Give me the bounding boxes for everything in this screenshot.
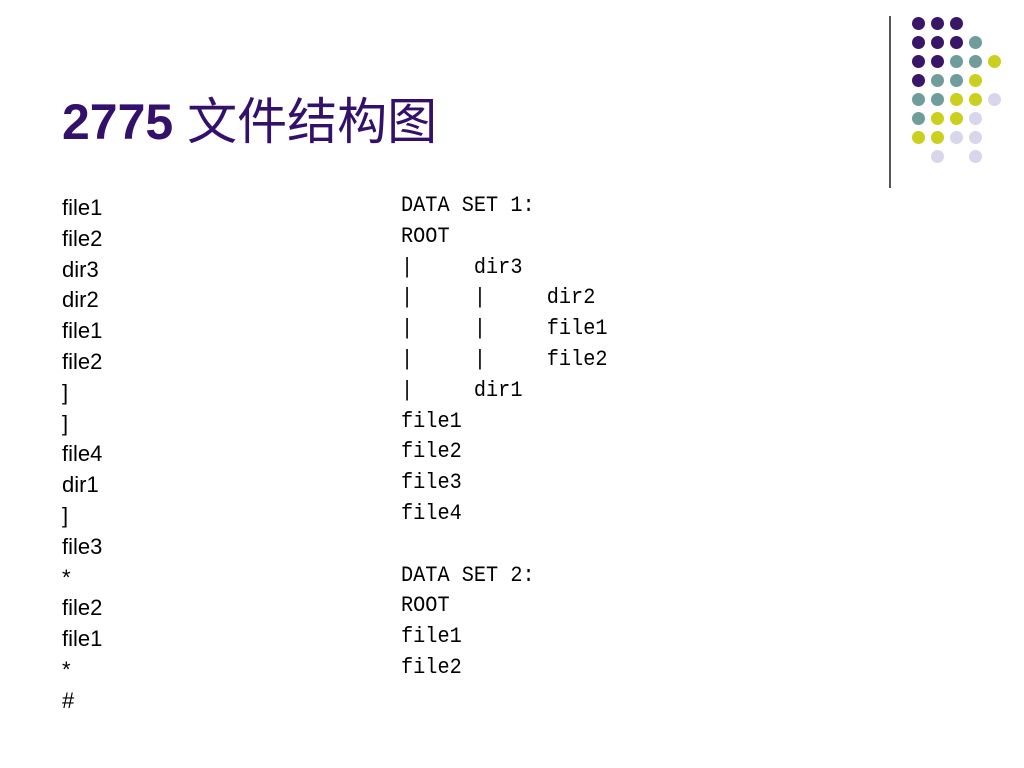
slide-title: 2775 文件结构图 — [62, 90, 437, 154]
output-line: file1 — [401, 624, 462, 650]
output-line: ROOT — [401, 593, 450, 619]
decorative-dot — [930, 130, 944, 144]
decorative-dot — [930, 16, 944, 30]
output-line: file4 — [401, 500, 462, 526]
decorative-dot — [930, 149, 944, 163]
input-line: * — [62, 656, 71, 682]
output-line: ROOT — [401, 223, 450, 249]
output-line: | | file1 — [401, 316, 608, 342]
decorative-dot — [968, 73, 982, 87]
input-listing: file1 file2 dir3 dir2 file1 file2 ] ] fi… — [62, 193, 102, 717]
decorative-dot — [968, 130, 982, 144]
decorative-dot — [911, 130, 925, 144]
decorative-dot — [930, 73, 944, 87]
decorative-dot — [968, 111, 982, 125]
decorative-dot — [930, 111, 944, 125]
input-line: file1 — [62, 195, 103, 220]
decorative-dot — [968, 149, 982, 163]
input-line: ] — [62, 502, 69, 528]
input-line: dir1 — [62, 472, 99, 498]
decorative-dot — [987, 92, 1001, 106]
decorative-dot — [949, 54, 963, 68]
decorative-dot — [968, 54, 982, 68]
decorative-dot — [949, 92, 963, 106]
vertical-divider — [889, 16, 891, 188]
input-line: file1 — [62, 318, 103, 344]
input-line: dir3 — [62, 256, 99, 282]
output-line: | dir1 — [401, 377, 523, 403]
decorative-dot — [911, 54, 925, 68]
input-line: file3 — [62, 533, 103, 559]
decorative-dot — [949, 130, 963, 144]
output-line: | | dir2 — [401, 285, 596, 311]
title-text: 文件结构图 — [187, 94, 438, 150]
output-line: DATA SET 1: — [401, 193, 535, 218]
decorative-dot — [949, 35, 963, 49]
decorative-dot — [968, 92, 982, 106]
decorative-dot — [911, 73, 925, 87]
decorative-dot — [949, 111, 963, 125]
output-line: file1 — [401, 408, 462, 434]
decorative-dot — [949, 16, 963, 30]
decorative-dot — [911, 16, 925, 30]
input-line: * — [62, 564, 71, 590]
output-line: | | file2 — [401, 346, 608, 372]
decorative-dot — [911, 92, 925, 106]
output-line: DATA SET 2: — [401, 562, 535, 588]
decorative-dot — [930, 35, 944, 49]
output-line: | dir3 — [401, 254, 523, 280]
input-line: file1 — [62, 626, 103, 652]
input-line: file4 — [62, 441, 103, 467]
input-line: # — [62, 687, 75, 713]
input-line: ] — [62, 410, 69, 436]
decorative-dot — [968, 35, 982, 49]
output-line: file2 — [401, 439, 462, 465]
decorative-dot — [911, 111, 925, 125]
input-line: file2 — [62, 225, 103, 251]
decorative-dot — [911, 35, 925, 49]
input-line: ] — [62, 379, 69, 405]
decorative-dot — [987, 54, 1001, 68]
decorative-dot — [949, 73, 963, 87]
title-number: 2775 — [62, 94, 174, 150]
output-listing: DATA SET 1: ROOT | dir3 | | dir2 | | fil… — [401, 191, 607, 684]
input-line: file2 — [62, 348, 103, 374]
decorative-dot — [930, 92, 944, 106]
output-line: file3 — [401, 470, 462, 496]
input-line: file2 — [62, 595, 103, 621]
output-line: file2 — [401, 654, 462, 680]
output-line — [401, 530, 607, 561]
decorative-dot — [930, 54, 944, 68]
input-line: dir2 — [62, 287, 99, 313]
